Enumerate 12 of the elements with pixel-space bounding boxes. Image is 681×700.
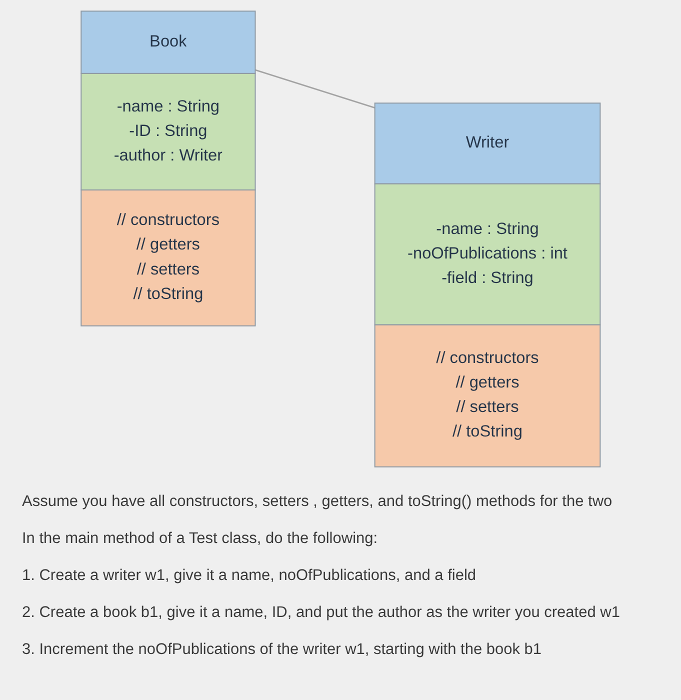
node-box: // constructors // getters // setters // toString bbox=[374, 324, 601, 468]
node-box: -name : String -ID : String -author : Writer bbox=[80, 72, 256, 190]
node-box: -name : String -noOfPublications : int -field : String bbox=[374, 183, 601, 326]
list-item: 1. Create a writer w1, give it a name, noOfPublications, and a field bbox=[22, 566, 478, 586]
list-item: 3. Increment the noOfPublications of the writer w1, starting with the book b1 bbox=[22, 640, 543, 660]
connector bbox=[254, 69, 375, 108]
node-box: Book bbox=[80, 10, 256, 74]
list-item: 2. Create a book b1, give it a name, ID, and put the author as the writer you created w1 bbox=[22, 603, 621, 623]
node-box: // constructors // getters // setters // toString bbox=[80, 189, 256, 326]
node-box: Writer bbox=[374, 102, 601, 184]
instruction-text: In the main method of a Test class, do the following: bbox=[22, 529, 379, 549]
instruction-text: Assume you have all constructors, setters , getters, and toString() methods for the two bbox=[22, 492, 614, 512]
